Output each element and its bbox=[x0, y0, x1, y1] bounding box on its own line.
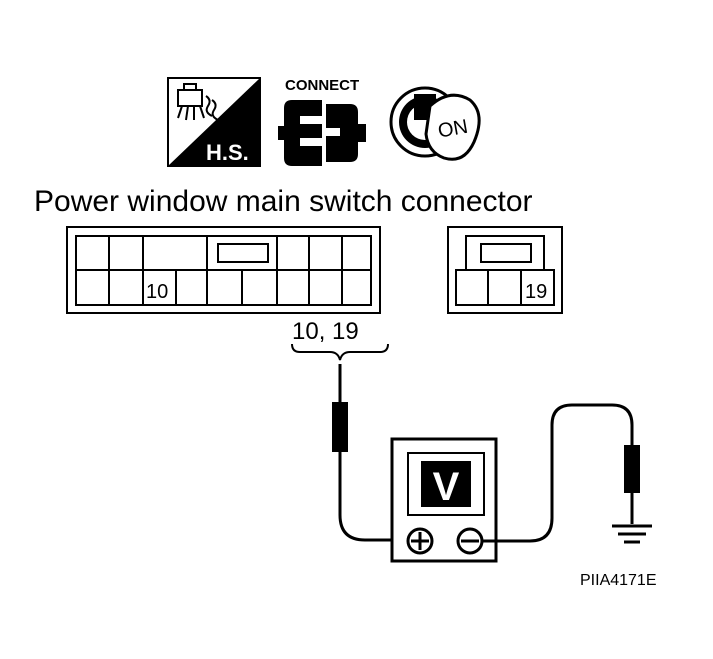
positive-probe bbox=[332, 364, 405, 542]
probe-terminals-label: 10, 19 bbox=[292, 318, 359, 345]
connector-a bbox=[66, 226, 381, 314]
connect-label: CONNECT bbox=[285, 77, 359, 94]
negative-lead bbox=[482, 403, 640, 543]
voltmeter: V bbox=[390, 437, 498, 563]
negative-terminal-icon bbox=[456, 527, 484, 555]
positive-terminal-icon bbox=[406, 527, 434, 555]
connector-b-terminal-label: 19 bbox=[525, 281, 547, 303]
harness-side-icon: H.S. bbox=[167, 77, 261, 167]
ignition-key-icon: ON bbox=[389, 86, 481, 161]
ground-icon bbox=[612, 524, 652, 544]
voltmeter-mode-label: V bbox=[433, 465, 460, 509]
ignition-label: ON bbox=[436, 116, 469, 143]
connector-b bbox=[447, 226, 563, 314]
harness-label: H.S. bbox=[206, 140, 249, 165]
figure-code: PIIA4171E bbox=[580, 572, 657, 589]
connect-icon: CONNECT bbox=[278, 77, 366, 166]
connector-title: Power window main switch connector bbox=[34, 185, 533, 218]
probe-brace bbox=[291, 343, 389, 361]
mini-connector-icon bbox=[177, 83, 219, 121]
connector-a-terminal-label: 10 bbox=[146, 281, 168, 303]
